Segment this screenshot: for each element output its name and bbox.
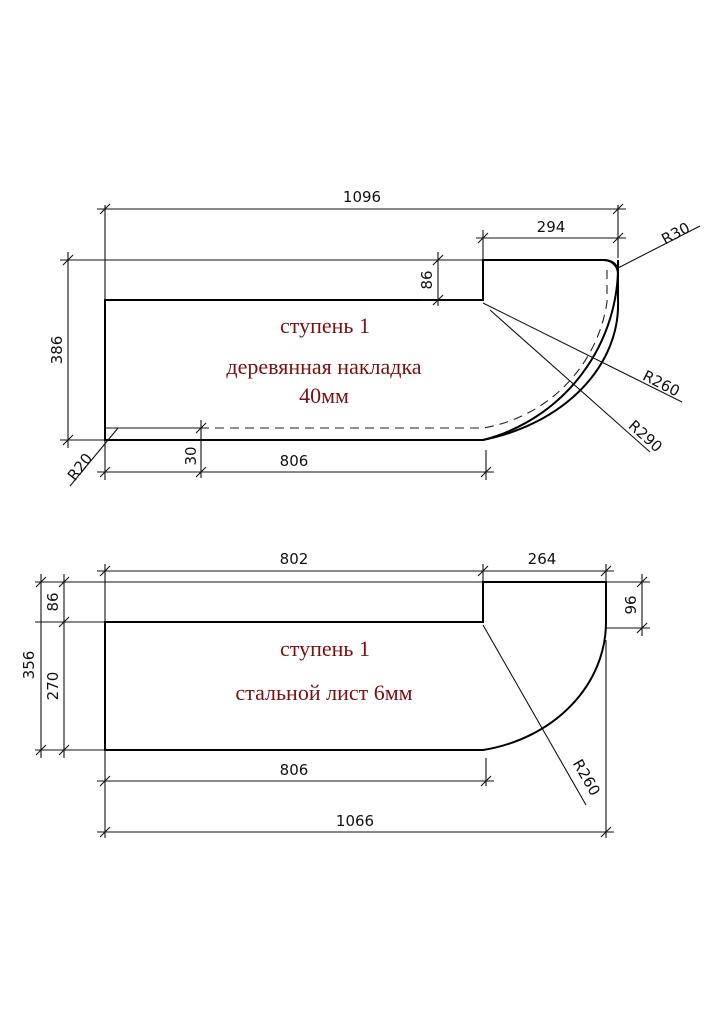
part1-outline-fix — [482, 259, 620, 441]
leader-r290 — [489, 309, 651, 453]
part1-r290: R290 — [625, 417, 666, 457]
part1-dashed-contour — [110, 270, 608, 429]
part2-dim-806: 806 — [280, 761, 309, 779]
part1-dim-294: 294 — [537, 218, 566, 236]
part1-title: ступень 1 — [280, 313, 370, 338]
part2-drawing — [35, 564, 650, 838]
part1-material-line1: деревянная накладка — [226, 354, 421, 379]
part1-dim-806: 806 — [280, 452, 309, 470]
part1-r260: R260 — [640, 367, 683, 401]
part1-dim-30: 30 — [182, 446, 200, 465]
part2-dim-270: 270 — [44, 672, 62, 701]
leader-r260b — [482, 624, 587, 806]
part1-drawing — [60, 203, 701, 487]
part2-dim-264: 264 — [528, 550, 557, 568]
part1-outline — [104, 259, 620, 441]
part2-outline — [104, 581, 608, 751]
part2-r260: R260 — [569, 756, 604, 799]
leader-r30 — [617, 225, 701, 269]
part2-material-line1: стальной лист 6мм — [235, 680, 412, 705]
part1-dim-1096: 1096 — [343, 188, 381, 206]
leader-r20 — [69, 427, 119, 487]
part2-dim-86: 86 — [44, 592, 62, 611]
part2-dim-802: 802 — [280, 550, 309, 568]
part1-r30: R30 — [658, 219, 693, 249]
part2-dim-96: 96 — [622, 595, 640, 614]
part1-r20: R20 — [64, 450, 96, 484]
leader-r260 — [482, 302, 683, 403]
part2-dim-1066: 1066 — [336, 812, 374, 830]
part1-dim-386: 386 — [48, 336, 66, 365]
part1-material-line2: 40мм — [299, 383, 349, 408]
part2-title: ступень 1 — [280, 636, 370, 661]
part1-dim-86: 86 — [418, 270, 436, 289]
part2-dim-356: 356 — [20, 651, 38, 680]
